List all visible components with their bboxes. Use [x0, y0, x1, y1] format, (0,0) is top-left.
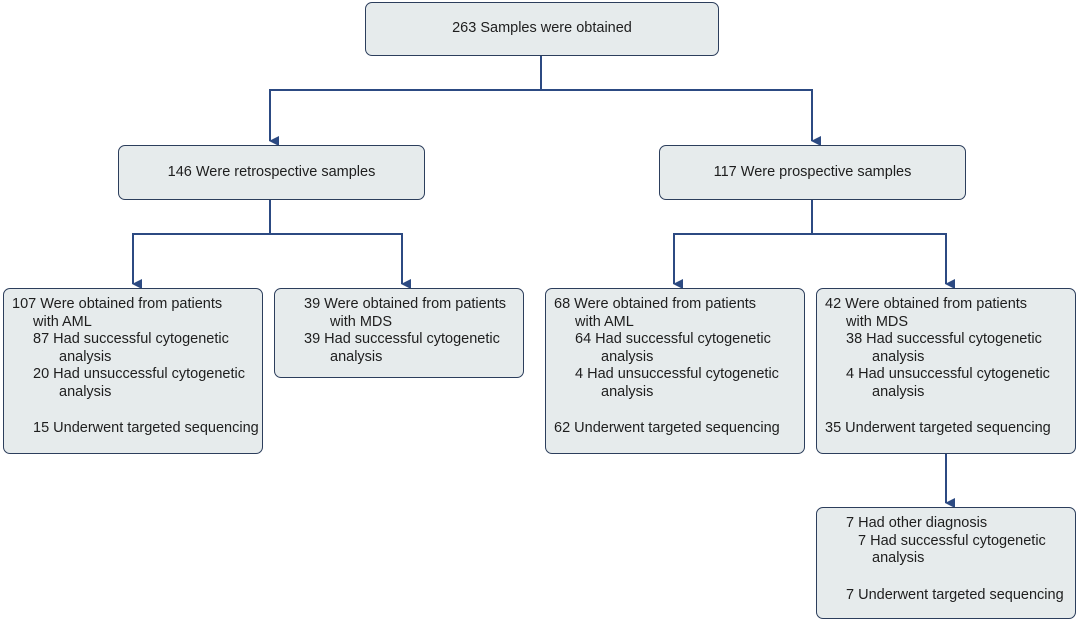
retro-aml-line-4: analysis: [59, 348, 112, 365]
retrospective-aml-box: 107 Were obtained from patients with AML…: [3, 288, 263, 454]
pro-aml-line-2: with AML: [575, 313, 634, 330]
other-line-2: 7 Had successful cytogenetic: [858, 532, 1046, 549]
retrospective-label: 146 Were retrospective samples: [167, 163, 376, 180]
other-line-3: analysis: [872, 550, 925, 566]
connector-prospective-to-aml: [673, 200, 813, 289]
retro-aml-line-7: 15 Underwent targeted sequencing: [33, 420, 259, 436]
prospective-box: 117 Were prospective samples: [659, 145, 966, 200]
root-label: 263 Samples were obtained: [452, 20, 632, 37]
retro-mds-line-4: analysis: [330, 348, 383, 365]
pro-mds-line-2: with MDS: [846, 313, 909, 330]
prospective-mds-box: 42 Were obtained from patients with MDS …: [816, 288, 1076, 454]
root-box: 263 Samples were obtained: [365, 2, 719, 56]
retro-aml-line-2: with AML: [33, 313, 92, 330]
pro-aml-line-5: 4 Had unsuccessful cytogenetic: [575, 366, 779, 382]
retro-mds-line-1: 39 Were obtained from patients: [304, 296, 507, 312]
other-line-1: 7 Had other diagnosis: [846, 515, 988, 531]
retro-aml-line-1: 107 Were obtained from patients: [12, 296, 223, 312]
retro-mds-line-3: 39 Had successful cytogenetic: [304, 331, 500, 347]
pro-mds-line-5: 4 Had unsuccessful cytogenetic: [846, 366, 1050, 382]
connector-retrospective-to-aml: [132, 200, 271, 289]
retrospective-box: 146 Were retrospective samples: [118, 145, 425, 200]
pro-aml-line-1: 68 Were obtained from patients: [554, 296, 757, 312]
retro-aml-line-5: 20 Had unsuccessful cytogenetic: [33, 366, 245, 382]
connector-retrospective-to-mds: [270, 233, 411, 289]
retro-aml-line-3: 87 Had successful cytogenetic: [33, 331, 229, 347]
connector-root-to-prospective: [541, 89, 821, 146]
other-line-4: 7 Underwent targeted sequencing: [846, 586, 1064, 603]
retro-mds-line-2: with MDS: [330, 313, 393, 330]
prospective-label: 117 Were prospective samples: [713, 163, 912, 180]
pro-aml-line-4: analysis: [601, 348, 654, 365]
connector-prospective-to-mds: [812, 233, 955, 289]
retro-aml-line-6: analysis: [59, 383, 112, 400]
pro-aml-line-3: 64 Had successful cytogenetic: [575, 331, 771, 347]
pro-mds-line-3: 38 Had successful cytogenetic: [846, 331, 1042, 347]
pro-aml-line-6: analysis: [601, 383, 654, 400]
pro-aml-line-7: 62 Underwent targeted sequencing: [554, 420, 780, 436]
other-diagnosis-box: 7 Had other diagnosis 7 Had successful c…: [816, 507, 1076, 619]
pro-mds-line-1: 42 Were obtained from patients: [825, 296, 1028, 312]
prospective-aml-box: 68 Were obtained from patients with AML …: [545, 288, 805, 454]
pro-mds-line-7: 35 Underwent targeted sequencing: [825, 420, 1051, 436]
connector-root-to-retrospective: [269, 56, 542, 146]
pro-mds-line-4: analysis: [872, 348, 925, 365]
retrospective-mds-box: 39 Were obtained from patients with MDS …: [274, 288, 524, 378]
pro-mds-line-6: analysis: [872, 383, 925, 400]
